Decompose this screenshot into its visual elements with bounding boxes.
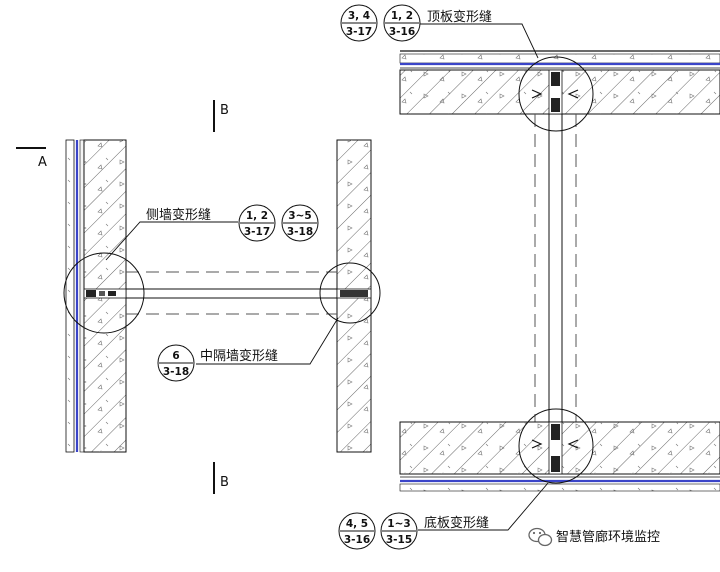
ref-mid-num: 6 — [172, 350, 179, 362]
ref-bubble-top-right: 1, 2 3-16 — [383, 4, 421, 42]
ref-bubble-mid: 6 3-18 — [157, 344, 195, 382]
ref-bot-left-sheet: 3-16 — [344, 534, 370, 546]
ref-bot-right-sheet: 3-15 — [386, 534, 412, 546]
section-mark-b-bottom-label: B — [220, 475, 229, 490]
side-wall-callout: 侧墙变形缝 1, 2 3-17 3~5 3-18 — [105, 204, 319, 261]
middle-wall-label: 中隔墙变形缝 — [200, 348, 278, 364]
side-wall-label: 侧墙变形缝 — [146, 207, 211, 223]
section-mark-b-bottom: B — [213, 462, 229, 494]
ref-bot-right-num: 1~3 — [387, 518, 410, 530]
plan-view: A B B 侧墙变形缝 1, 2 3-17 3~5 3-18 — [16, 100, 381, 494]
ref-top-left-sheet: 3-17 — [346, 26, 372, 38]
ref-bubble-side-right: 3~5 3-18 — [281, 204, 319, 242]
ref-bubble-bot-left: 4, 5 3-16 — [338, 512, 376, 550]
middle-wall-detail-circle — [319, 262, 381, 324]
ref-top-right-num: 1, 2 — [391, 10, 413, 22]
section-mark-a: A — [16, 147, 47, 170]
middle-wall-callout: 中隔墙变形缝 6 3-18 — [157, 317, 339, 382]
ref-side-left-sheet: 3-17 — [244, 226, 270, 238]
section-mark-b-top: B — [213, 100, 229, 132]
ref-side-left-num: 1, 2 — [246, 210, 268, 222]
ref-side-right-num: 3~5 — [288, 210, 311, 222]
ref-top-right-sheet: 3-16 — [389, 26, 415, 38]
top-slab-callout: 顶板变形缝 3, 4 3-17 1, 2 3-16 — [340, 4, 539, 59]
section-mark-a-label: A — [38, 155, 47, 170]
bottom-slab — [399, 421, 720, 492]
bottom-slab-callout: 底板变形缝 4, 5 3-16 1~3 3-15 — [338, 482, 549, 550]
ref-bubble-top-left: 3, 4 3-17 — [340, 4, 378, 42]
ref-bubble-bot-right: 1~3 3-15 — [380, 512, 418, 550]
top-slab-label: 顶板变形缝 — [427, 9, 492, 25]
ref-bot-left-num: 4, 5 — [346, 518, 368, 530]
side-wall-detail-circle — [63, 252, 145, 334]
ref-side-right-sheet: 3-18 — [287, 226, 313, 238]
right-outer-wall — [336, 139, 372, 453]
left-outer-wall — [65, 139, 127, 453]
bottom-slab-detail-circle — [518, 408, 594, 484]
middle-partition-wall — [126, 271, 337, 315]
section-view: 顶板变形缝 3, 4 3-17 1, 2 3-16 底板变形缝 4, 5 — [338, 4, 720, 550]
ref-mid-sheet: 3-18 — [163, 366, 189, 378]
ref-top-left-num: 3, 4 — [348, 10, 370, 22]
section-mark-b-top-label: B — [220, 103, 229, 118]
bottom-slab-label: 底板变形缝 — [424, 515, 489, 531]
ref-bubble-side-left: 1, 2 3-17 — [238, 204, 276, 242]
top-slab-detail-circle — [518, 56, 594, 132]
wechat-icon — [528, 527, 553, 547]
watermark: 智慧管廊环境监控 — [528, 527, 660, 547]
middle-wall-section — [534, 114, 577, 422]
watermark-text: 智慧管廊环境监控 — [556, 529, 660, 545]
top-slab — [399, 50, 720, 115]
